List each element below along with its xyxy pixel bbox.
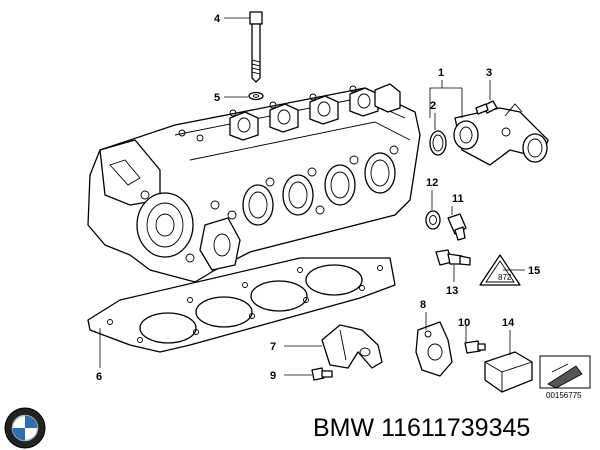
callout-11: 11: [452, 193, 464, 205]
o-ring: [429, 130, 447, 156]
bracket-plate: [415, 321, 453, 377]
part-number: 11611739345: [381, 414, 531, 442]
warning-label-text: 872: [498, 273, 512, 282]
footer-brand-line: BMW 11611739345: [313, 411, 530, 445]
coolant-flange: [453, 103, 549, 166]
reference-note-box: 00156775: [539, 355, 591, 400]
cylinder-head-bolt: [249, 11, 263, 83]
callout-labels: 4 5 1 3 2 12 11 13 15 8 10 14 7 9 6: [96, 13, 540, 383]
drawing-number: 00156775: [546, 391, 582, 400]
mounting-bracket: [321, 324, 383, 369]
bracket-plate-bolt: [464, 340, 486, 354]
flange-bolt: [475, 100, 498, 115]
seal-ring: [425, 210, 441, 230]
brand-name: BMW: [313, 414, 375, 442]
screw-plug: [447, 213, 467, 241]
bracket-bolt: [311, 367, 333, 381]
callout-12: 12: [426, 177, 438, 189]
rubber-pad: [484, 351, 533, 393]
callout-13: 13: [446, 285, 458, 297]
callout-15: 15: [528, 265, 540, 277]
callout-7: 7: [270, 341, 276, 353]
callout-5: 5: [214, 92, 220, 104]
cylinder-head: [87, 83, 421, 283]
bmw-logo: [4, 407, 46, 449]
callout-3: 3: [486, 67, 492, 79]
callout-14: 14: [502, 317, 515, 329]
callout-8: 8: [420, 299, 426, 311]
callout-4: 4: [214, 13, 221, 25]
callout-9: 9: [270, 370, 276, 382]
leader-lines: [99, 17, 525, 376]
callout-6: 6: [96, 371, 102, 383]
callout-10: 10: [458, 317, 470, 329]
washer: [248, 91, 264, 101]
head-gasket: [87, 257, 396, 353]
callout-1: 1: [438, 67, 444, 79]
callout-2: 2: [430, 100, 436, 112]
temperature-sensor: [435, 249, 471, 266]
